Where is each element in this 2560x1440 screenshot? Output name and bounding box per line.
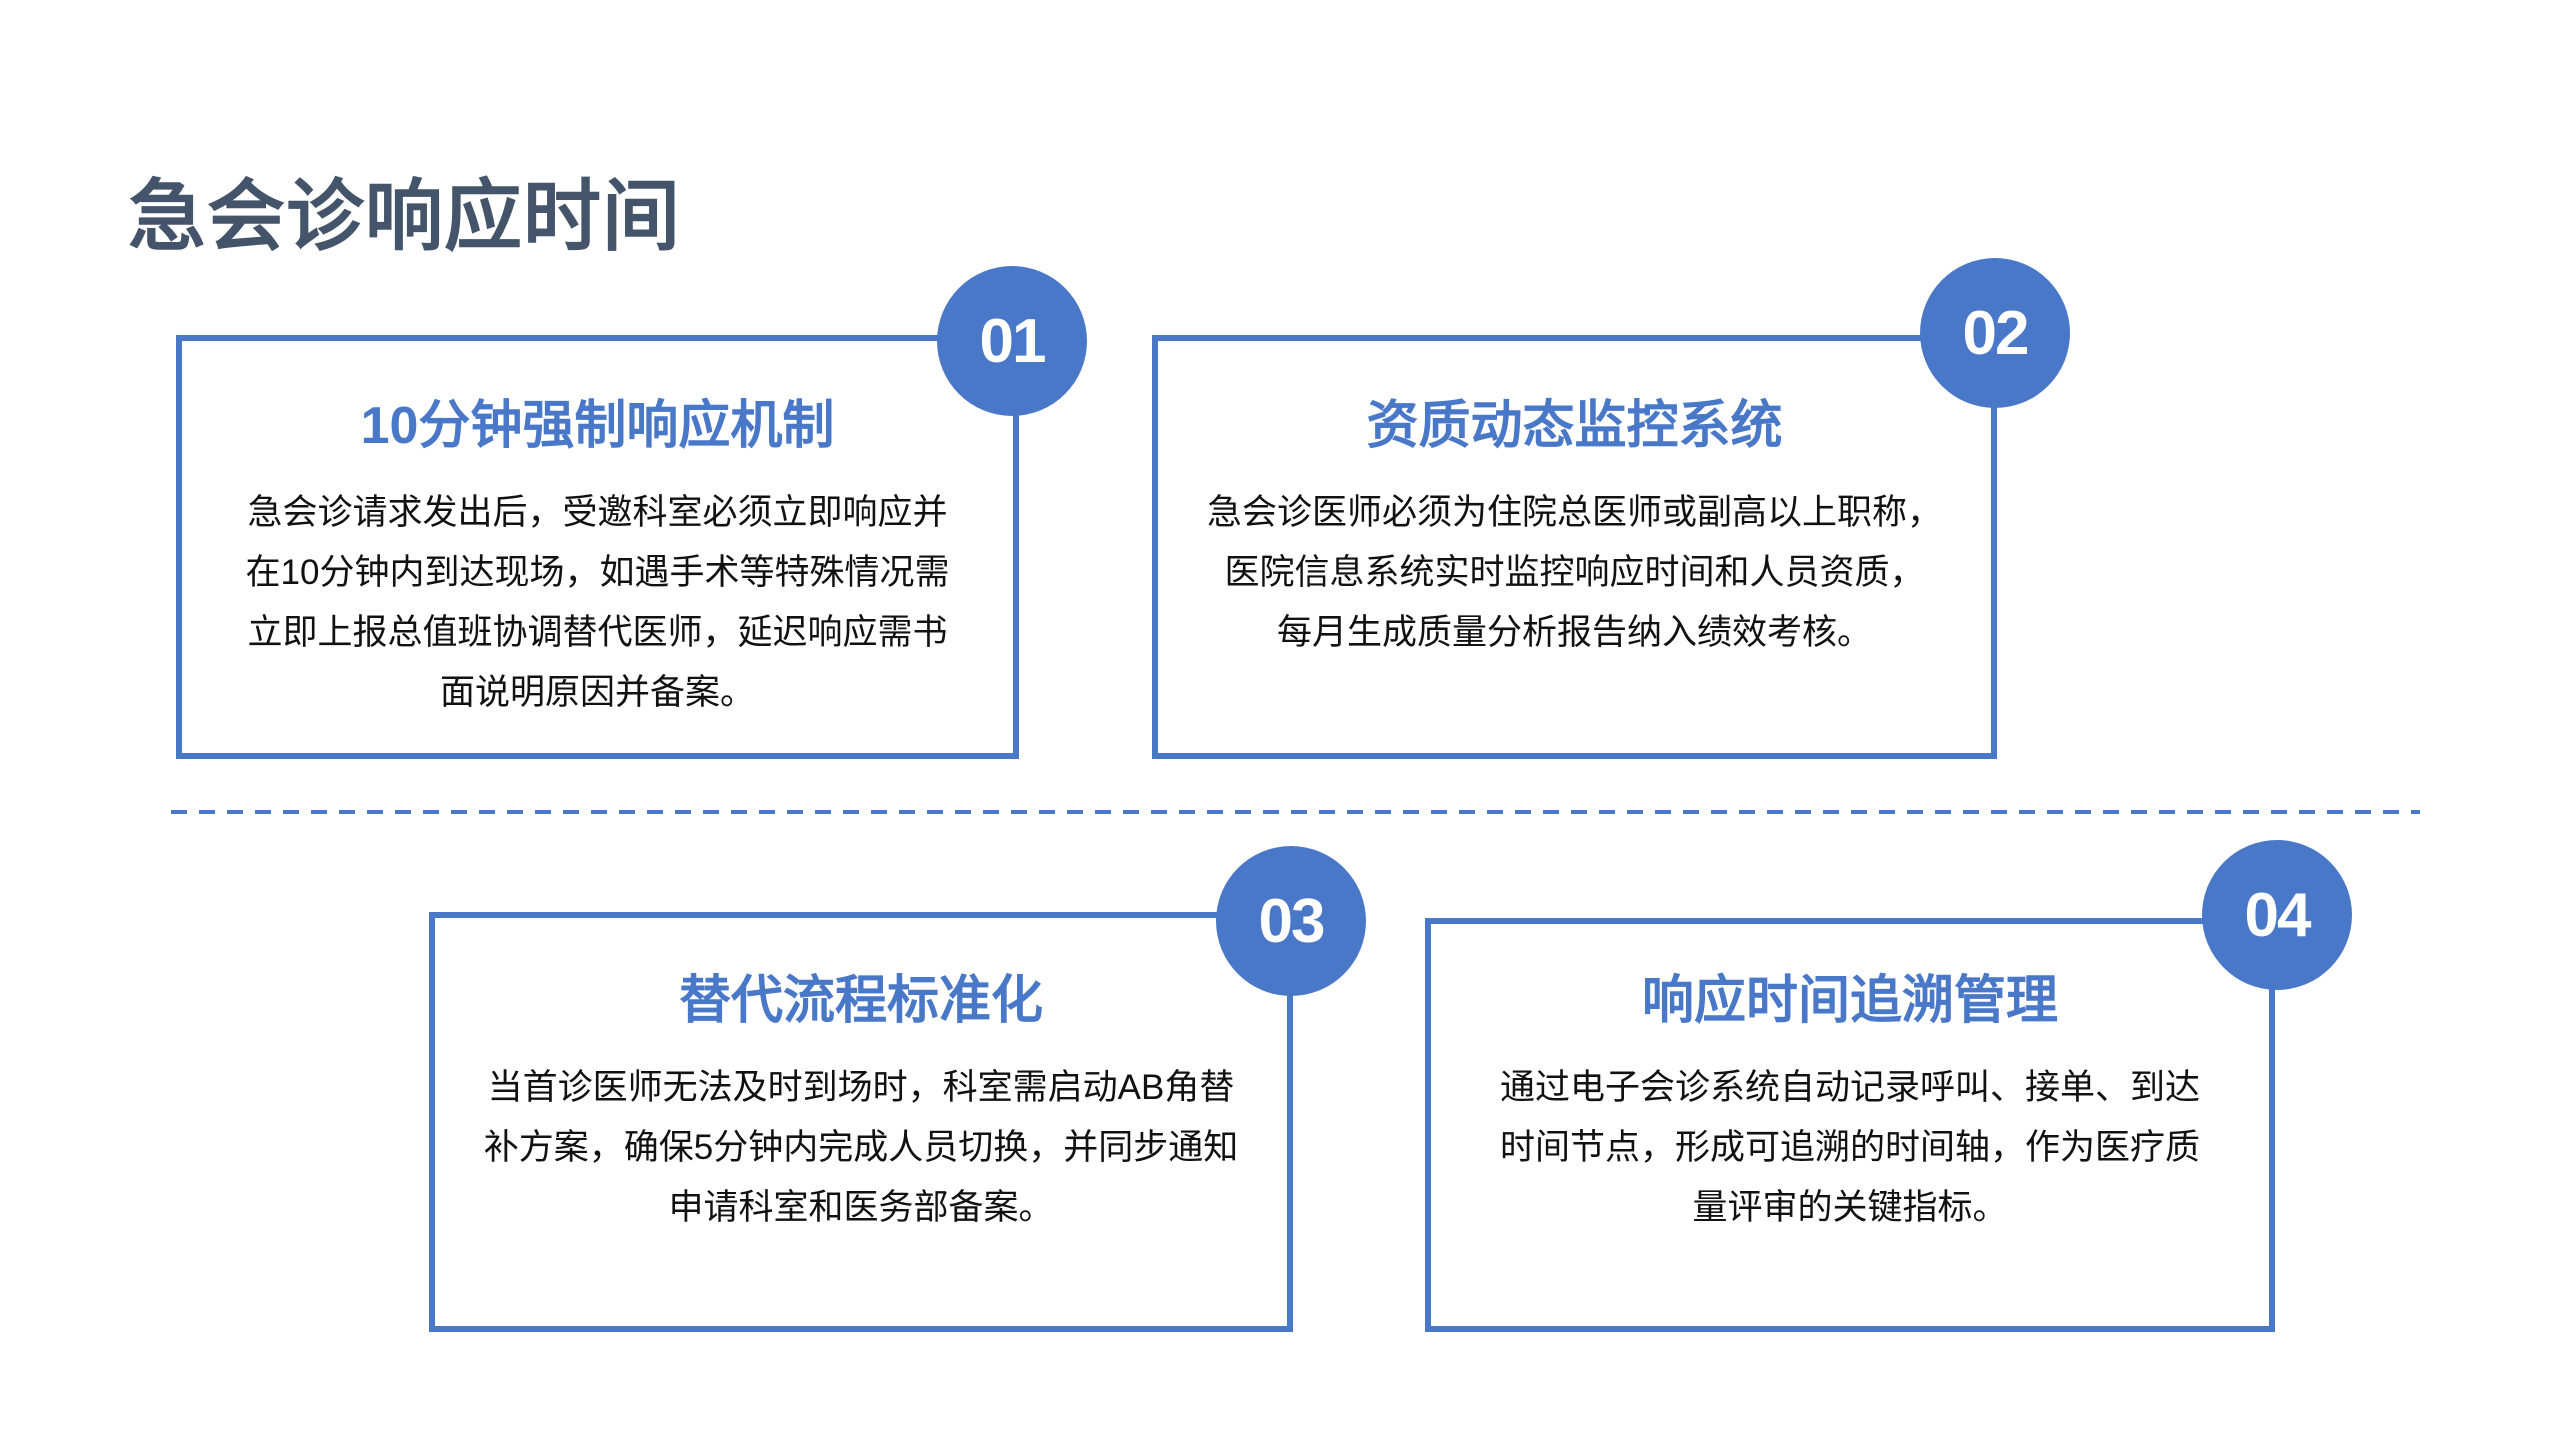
card-heading: 替代流程标准化 xyxy=(678,972,1043,1030)
card-body-line: 申请科室和医务部备案。 xyxy=(668,1188,1054,1227)
card-body: 急会诊请求发出后，受邀科室必须立即响应并 在10分钟内到达现场，如遇手术等特殊情… xyxy=(222,483,973,723)
card-body-line: 医院信息系统实时监控响应时间和人员资质， xyxy=(1224,553,1925,592)
card-body-line: 量评审的关键指标。 xyxy=(1692,1188,2008,1227)
card-body-line: 通过电子会诊系统自动记录呼叫、接单、到达 xyxy=(1499,1068,2200,1107)
card-body: 通过电子会诊系统自动记录呼叫、接单、到达 时间节点，形成可追溯的时间轴，作为医疗… xyxy=(1471,1058,2229,1238)
number-badge-01: 01 xyxy=(937,266,1087,416)
card-body-line: 立即上报总值班协调替代医师，延迟响应需书 xyxy=(247,613,948,652)
card-body-line: 补方案，确保5分钟内完成人员切换，并同步通知 xyxy=(483,1128,1239,1167)
card-body: 急会诊医师必须为住院总医师或副高以上职称， 医院信息系统实时监控响应时间和人员资… xyxy=(1198,483,1951,663)
card-body-line: 时间节点，形成可追溯的时间轴，作为医疗质 xyxy=(1499,1128,2200,1167)
card-body-line: 急会诊请求发出后，受邀科室必须立即响应并 xyxy=(247,493,948,532)
card-response-traceability: 响应时间追溯管理 通过电子会诊系统自动记录呼叫、接单、到达 时间节点，形成可追溯… xyxy=(1425,918,2275,1332)
card-substitution-process: 替代流程标准化 当首诊医师无法及时到场时，科室需启动AB角替 补方案，确保5分钟… xyxy=(429,912,1293,1332)
card-heading: 响应时间追溯管理 xyxy=(1641,972,2058,1030)
card-body-line: 在10分钟内到达现场，如遇手术等特殊情况需 xyxy=(245,553,950,592)
card-body-line: 每月生成质量分析报告纳入绩效考核。 xyxy=(1276,613,1872,652)
card-body-line: 面说明原因并备案。 xyxy=(439,673,755,712)
page-title: 急会诊响应时间 xyxy=(128,172,682,261)
number-badge-04: 04 xyxy=(2202,840,2352,990)
card-response-mechanism: 10分钟强制响应机制 急会诊请求发出后，受邀科室必须立即响应并 在10分钟内到达… xyxy=(176,335,1019,759)
card-body-line: 急会诊医师必须为住院总医师或副高以上职称， xyxy=(1206,493,1942,532)
dashed-divider xyxy=(171,810,2420,814)
card-qualification-monitoring: 资质动态监控系统 急会诊医师必须为住院总医师或副高以上职称， 医院信息系统实时监… xyxy=(1152,335,1997,759)
card-body: 当首诊医师无法及时到场时，科室需启动AB角替 补方案，确保5分钟内完成人员切换，… xyxy=(465,1058,1257,1238)
number-badge-02: 02 xyxy=(1920,258,2070,408)
card-heading: 资质动态监控系统 xyxy=(1366,397,1783,455)
card-body-line: 当首诊医师无法及时到场时，科室需启动AB角替 xyxy=(487,1068,1235,1107)
card-heading: 10分钟强制响应机制 xyxy=(360,397,835,455)
number-badge-03: 03 xyxy=(1216,846,1366,996)
